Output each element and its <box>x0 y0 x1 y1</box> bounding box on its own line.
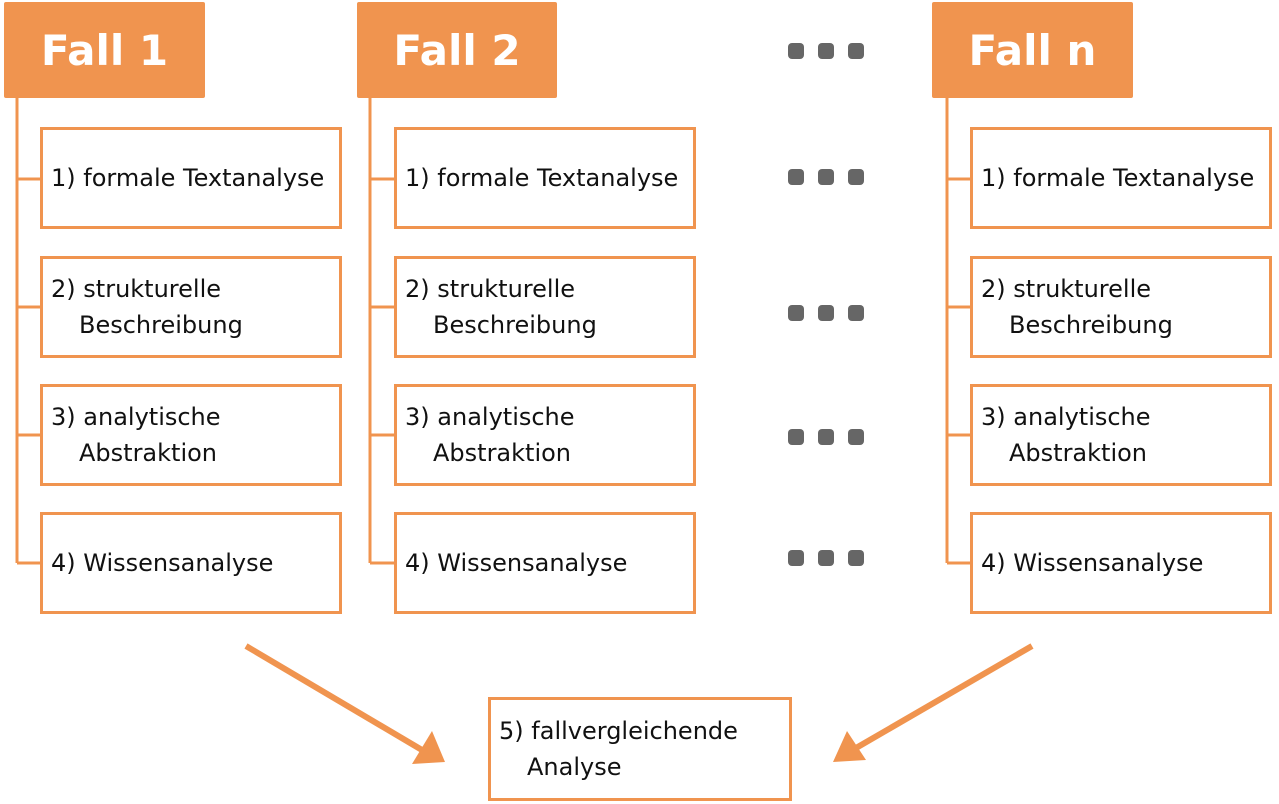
step-box: 4) Wissensanalyse <box>970 512 1272 614</box>
ellipsis-icon <box>788 550 864 566</box>
step-label: 4) Wissensanalyse <box>405 549 628 577</box>
arrow-left-icon <box>244 643 445 764</box>
header-fall-n: Fall n <box>932 2 1133 98</box>
step-label: 4) Wissensanalyse <box>51 549 274 577</box>
arrow-right-icon <box>833 643 1034 762</box>
column-1-connectors <box>15 98 42 565</box>
step-label: 1) formale Textanalyse <box>405 164 679 192</box>
ellipsis-icon <box>788 429 864 445</box>
header-fall-1: Fall 1 <box>4 2 205 98</box>
column-2-connectors <box>368 98 396 565</box>
step-box: 1) formale Textanalyse <box>970 127 1272 229</box>
step-label: 1) formale Textanalyse <box>981 164 1255 192</box>
step-label: 1) formale Textanalyse <box>51 164 325 192</box>
step-box: 1) formale Textanalyse <box>40 127 342 229</box>
step-box: 1) formale Textanalyse <box>394 127 696 229</box>
header-fall-2: Fall 2 <box>357 2 557 98</box>
ellipsis-icon <box>788 305 864 321</box>
ellipsis-icon <box>788 43 864 59</box>
column-n-connectors <box>945 98 972 565</box>
step-box: 4) Wissensanalyse <box>394 512 696 614</box>
step-label: 4) Wissensanalyse <box>981 549 1204 577</box>
ellipsis-icon <box>788 169 864 185</box>
step-box: 4) Wissensanalyse <box>40 512 342 614</box>
